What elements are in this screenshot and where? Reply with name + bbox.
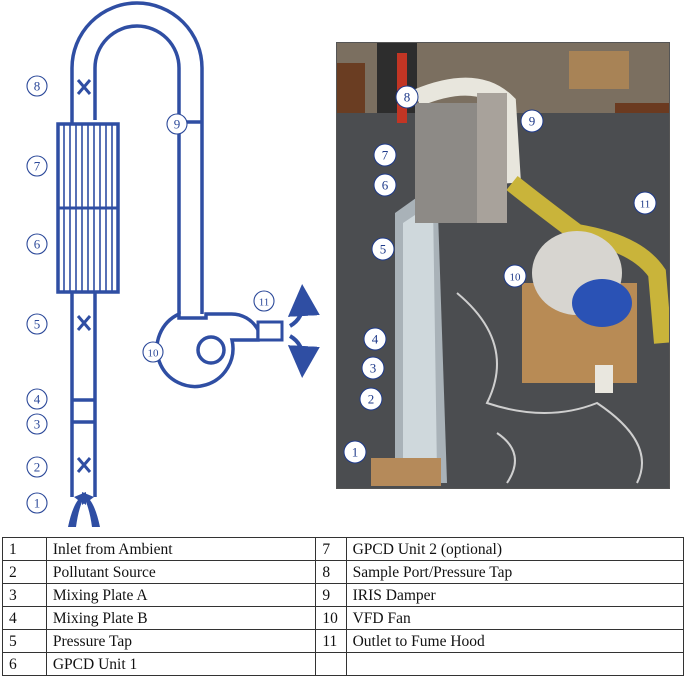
photo-callout-label-4: 4 [372,332,379,347]
photo-callout-label-5: 5 [380,242,387,257]
legend-number: 4 [2,606,47,630]
legend-description: VFD Fan [345,606,685,630]
callout-circle-2 [26,456,48,478]
bottle [595,365,613,393]
legend-number: 2 [2,560,47,584]
photo-callout-circle-6 [373,173,397,197]
photo-callout-circle-1 [343,440,367,464]
lab-photo: 8 9 7 6 11 5 10 4 3 2 1 [336,42,670,489]
duct-outline-outer [70,1,204,497]
callout-circle-1 [26,492,48,514]
callout-label-1: 1 [34,496,41,511]
photo-callout-circle-8 [395,85,419,109]
inlet-block [371,458,441,486]
photo-callout-circle-10 [503,264,527,288]
callout-circle-11 [253,290,275,312]
callout-circle-6 [26,233,48,255]
callout-circle-10 [142,341,164,363]
photo-callout-circle-11 [633,191,657,215]
test-rig-schematic: 1 2 3 4 5 6 7 8 9 10 11 [26,1,320,527]
photo-callout-label-10: 10 [510,272,522,284]
callout-label-4: 4 [34,392,41,407]
photo-callout-circle-5 [371,237,395,261]
duct-outline-inner [93,24,181,120]
legend-description: GPCD Unit 1 [45,652,317,676]
photo-callout-circle-9 [520,109,544,133]
legend-number: 8 [315,560,347,584]
callout-circle-8 [26,75,48,97]
callout-circle-5 [26,313,48,335]
photo-callout-circle-4 [363,327,387,351]
gpcd-units-block [56,122,120,294]
legend-description: Inlet from Ambient [45,537,317,561]
equipment-rack [415,103,485,223]
legend-number: 10 [315,606,347,630]
photo-callout-circle-3 [361,356,385,380]
vfd-fan-housing [155,311,260,389]
legend-number [315,652,347,676]
legend-number: 11 [315,629,347,653]
callout-label-3: 3 [34,417,41,432]
callout-label-2: 2 [34,460,41,475]
legend-number: 7 [315,537,347,561]
photo-callout-label-11: 11 [640,199,651,211]
legend-number: 1 [2,537,47,561]
photo-callout-label-8: 8 [404,90,411,105]
callout-label-9: 9 [174,117,181,132]
inlet-arrows [68,492,100,527]
blue-motor [572,279,632,327]
legend-description: Pressure Tap [45,629,317,653]
callout-circle-4 [26,388,48,410]
callout-label-11: 11 [259,297,270,309]
callout-circle-7 [26,155,48,177]
legend-description [345,652,685,676]
photo-callout-label-6: 6 [382,178,389,193]
legend-number: 3 [2,583,47,607]
fan-outlet [256,320,284,342]
cables [456,292,643,484]
pallet-top [569,51,629,89]
x-markers [76,79,92,473]
callout-label-8: 8 [34,79,41,94]
callout-label-6: 6 [34,237,41,252]
photo-callout-label-9: 9 [529,114,536,129]
outlet-arrows [287,284,320,378]
legend-number: 5 [2,629,47,653]
legend-description: Outlet to Fume Hood [345,629,685,653]
legend-number: 6 [2,652,47,676]
legend-description: Mixing Plate B [45,606,317,630]
callout-circle-3 [26,413,48,435]
legend-description: Pollutant Source [45,560,317,584]
legend-description: Mixing Plate A [45,583,317,607]
photo-callout-label-2: 2 [368,392,375,407]
legend-description: Sample Port/Pressure Tap [345,560,685,584]
callout-label-7: 7 [34,159,41,174]
callout-label-5: 5 [34,317,41,332]
legend-description: IRIS Damper [345,583,685,607]
photo-callout-circle-7 [373,143,397,167]
photo-callout-label-1: 1 [352,445,359,460]
photo-callout-label-7: 7 [382,148,389,163]
photo-callout-label-3: 3 [370,361,377,376]
legend-number: 9 [315,583,347,607]
legend-description: GPCD Unit 2 (optional) [345,537,685,561]
callout-label-10: 10 [148,348,160,360]
callout-circle-9 [166,113,188,135]
photo-callout-circle-2 [359,387,383,411]
